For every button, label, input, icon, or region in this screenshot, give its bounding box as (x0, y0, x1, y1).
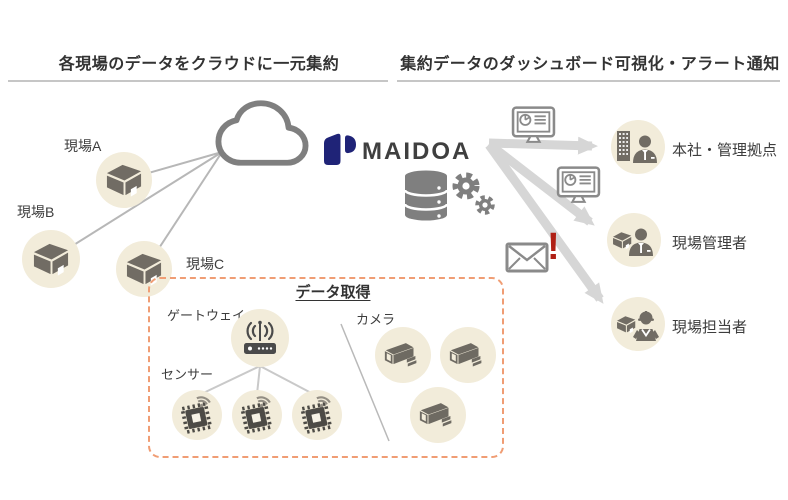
data-acquisition-title: データ取得 (295, 284, 371, 301)
header-left-underline (8, 80, 388, 82)
gears-icon (452, 172, 495, 215)
site-a-bubble (96, 152, 152, 208)
header-left-title: 各現場のデータをクラウドに一元集約 (58, 56, 340, 73)
camera-bubble-2 (440, 327, 496, 383)
recipient-hq-bubble (611, 120, 665, 174)
sensor-bubble-2 (232, 390, 282, 440)
wifi-router-icon (244, 320, 276, 354)
iot-chip-icon (178, 394, 218, 434)
dashboard-monitor-icon-1 (511, 106, 556, 144)
mail-icon (505, 242, 549, 273)
cctv-camera-icon (384, 343, 417, 367)
site-a-label: 現場A (64, 138, 102, 154)
iot-chip-icon (298, 394, 338, 434)
sensor-bubble-3 (292, 390, 342, 440)
recipient-worker-label: 現場担当者 (672, 319, 748, 336)
recipient-hq-label: 本社・管理拠点 (672, 142, 778, 159)
recipient-manager-label: 現場管理者 (672, 235, 748, 252)
camera-bubble-3 (410, 387, 466, 443)
header-right-title: 集約データのダッシュボード可視化・アラート通知 (400, 56, 780, 73)
office-and-manager-icon (617, 131, 657, 163)
database-and-gears-icon (403, 170, 495, 221)
warehouse-icon (106, 164, 141, 197)
warehouse-and-manager-icon (613, 228, 653, 256)
warehouse-icon (33, 243, 68, 276)
dashboard-monitor-icon-2 (556, 166, 601, 204)
cloud-icon (215, 100, 309, 166)
data-acquisition-box (148, 277, 504, 458)
database-icon (403, 170, 449, 221)
maidoa-logo-icon (324, 133, 356, 165)
header-right-underline (397, 80, 780, 82)
camera-bubble-1 (375, 327, 431, 383)
recipient-worker-bubble (611, 297, 665, 351)
camera-label: カメラ (356, 312, 396, 327)
site-c-bubble (116, 241, 172, 297)
site-b-bubble (22, 230, 80, 288)
sensor-label: センサー (161, 367, 214, 382)
warehouse-and-worker-icon (617, 311, 659, 341)
recipient-manager-bubble (607, 213, 661, 267)
sensor-bubble-1 (172, 390, 222, 440)
cctv-camera-icon (419, 403, 452, 427)
site-b-label: 現場B (17, 204, 55, 220)
cctv-camera-icon (449, 343, 482, 367)
maidoa-logo-text: MAIDOA (362, 138, 472, 165)
gateway-label: ゲートウェイ (167, 308, 246, 323)
gateway-bubble (231, 309, 289, 367)
site-c-label: 現場C (186, 256, 225, 272)
iot-chip-icon (238, 394, 278, 434)
alert-exclamation: ! (547, 226, 560, 268)
